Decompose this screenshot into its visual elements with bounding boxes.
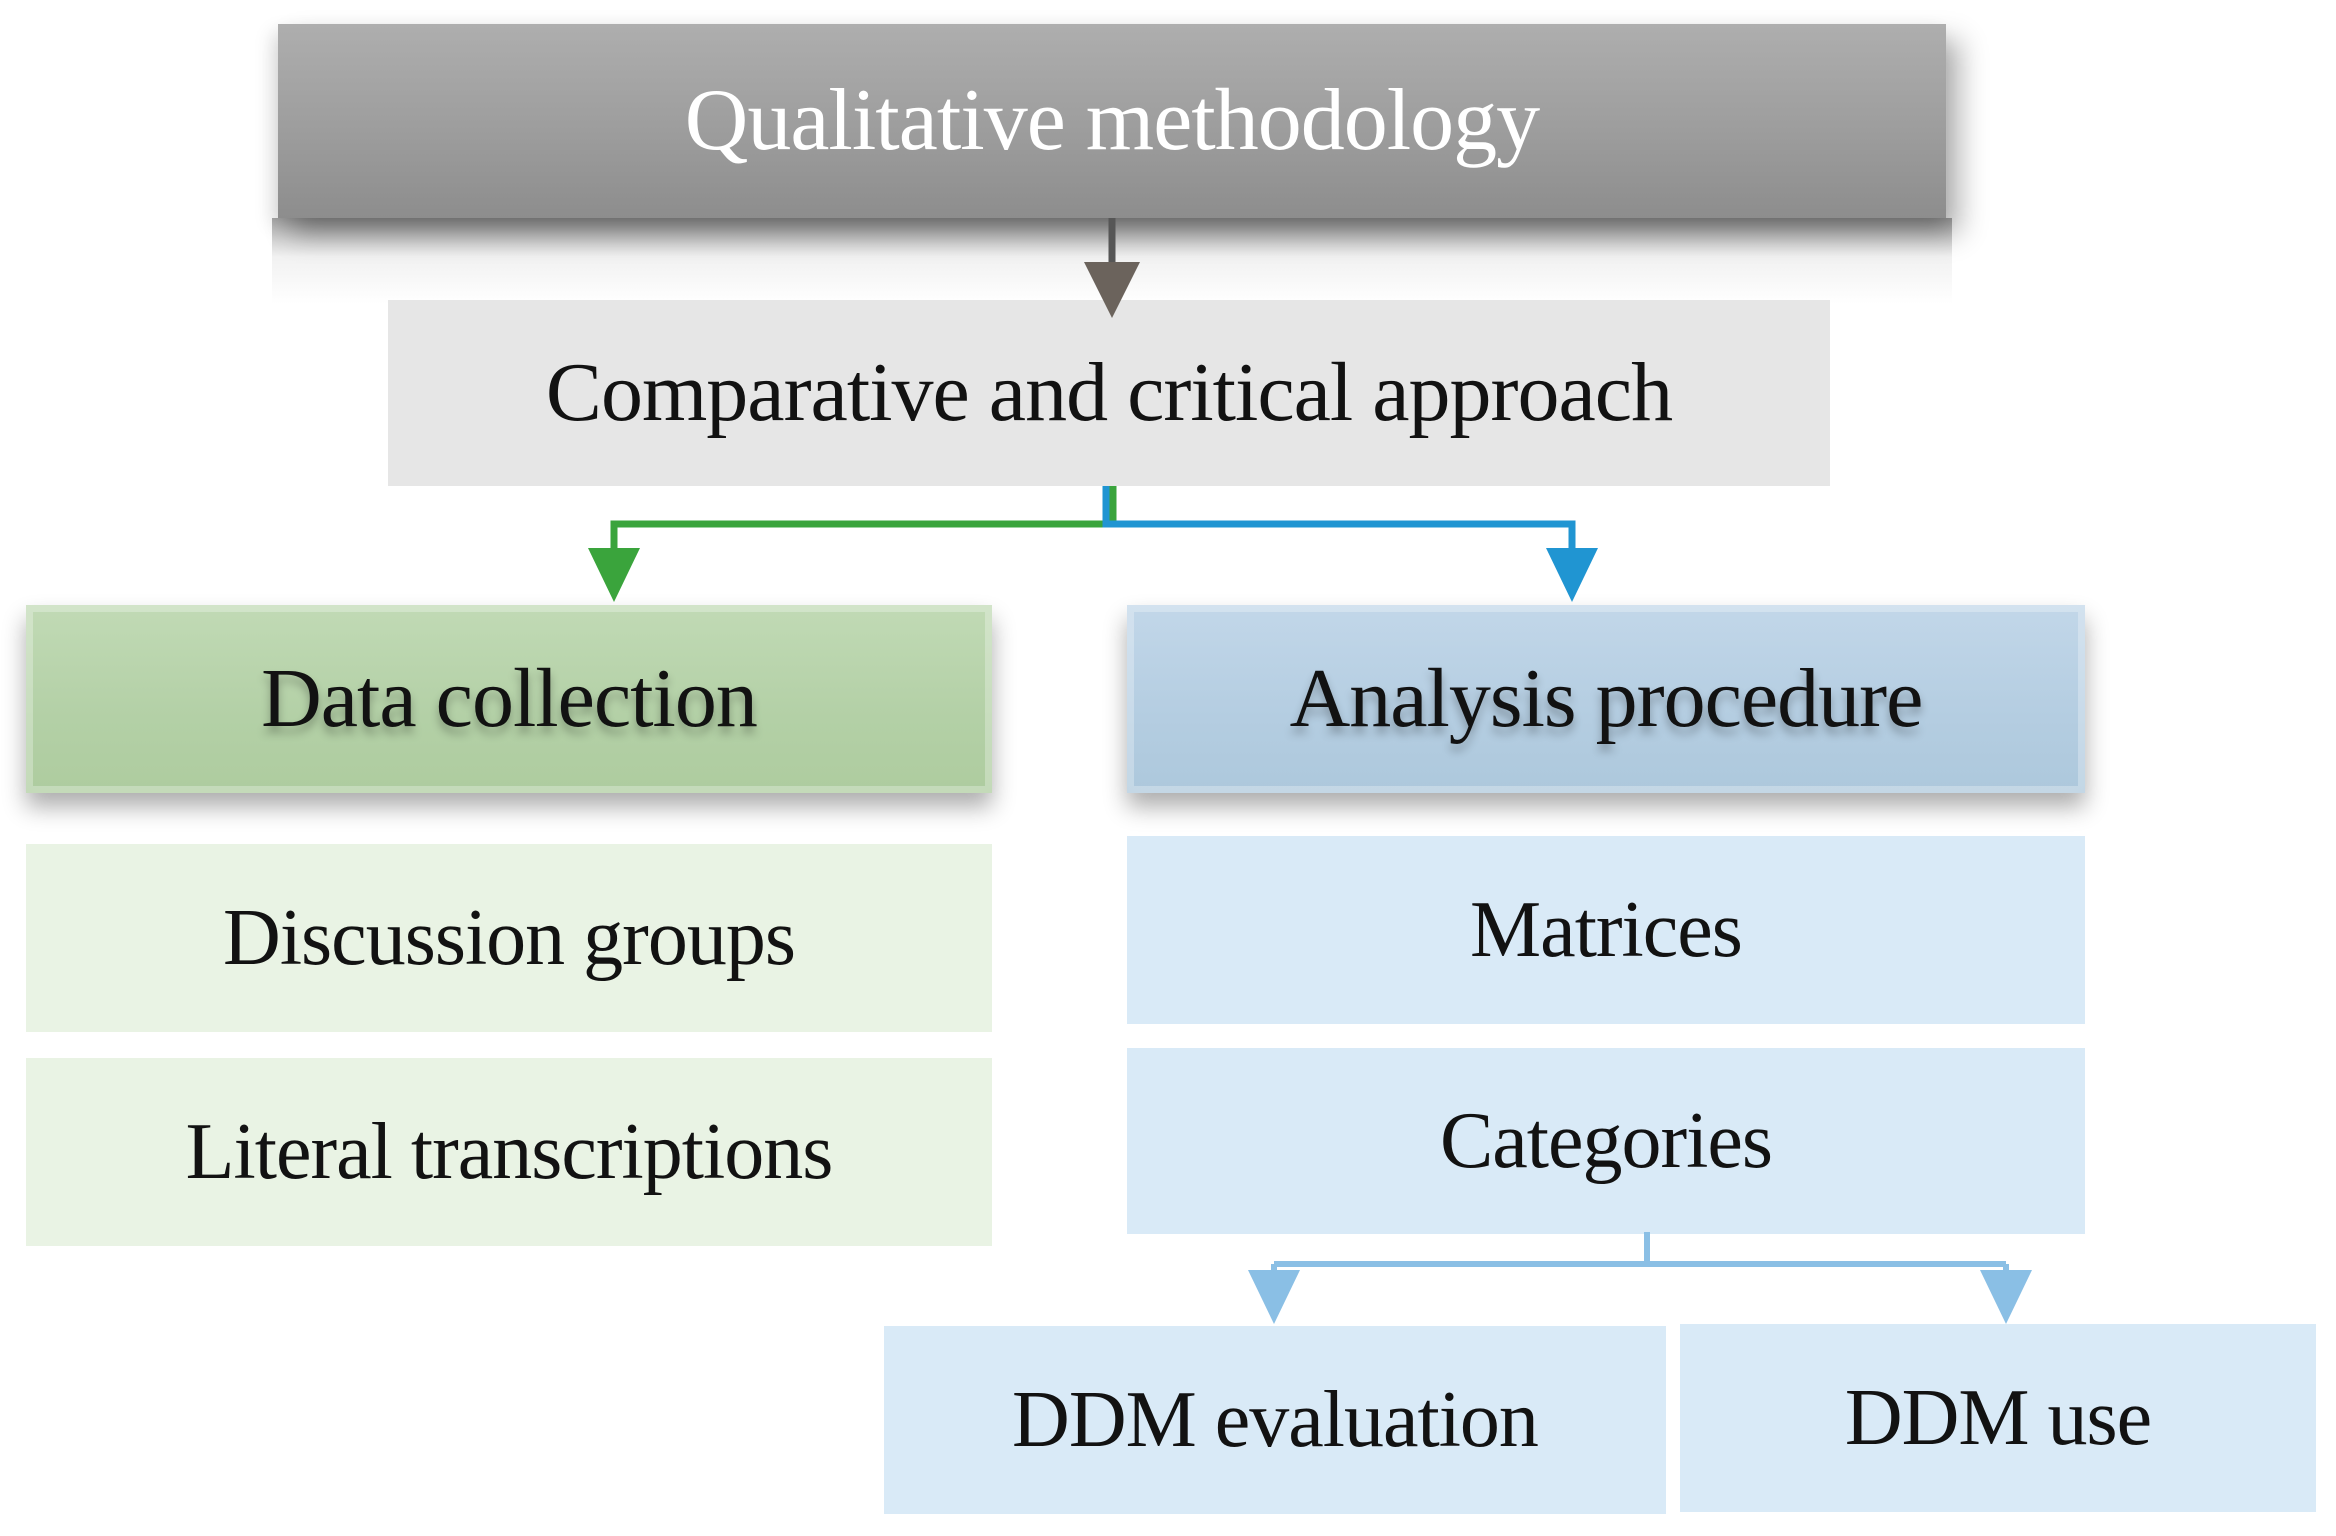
node-data-collection-label: Data collection bbox=[261, 651, 758, 745]
node-qualitative-methodology: Qualitative methodology bbox=[278, 24, 1946, 218]
node-ddm-evaluation-label: DDM evaluation bbox=[1012, 1376, 1539, 1464]
arrow-lightblue-left-head-icon bbox=[1248, 1270, 1300, 1324]
node-discussion-groups: Discussion groups bbox=[26, 844, 992, 1032]
node-data-collection: Data collection bbox=[26, 605, 992, 793]
connector-blue bbox=[1102, 486, 1576, 552]
node-analysis-procedure-label: Analysis procedure bbox=[1289, 651, 1924, 745]
node-literal-transcriptions: Literal transcriptions bbox=[26, 1058, 992, 1246]
title-box-shadow-fade bbox=[272, 218, 1952, 304]
connector-lightblue bbox=[1271, 1232, 2009, 1274]
node-categories: Categories bbox=[1127, 1048, 2085, 1234]
arrow-lightblue-right-head-icon bbox=[1980, 1270, 2032, 1324]
node-literal-transcriptions-label: Literal transcriptions bbox=[185, 1108, 834, 1196]
node-ddm-use-label: DDM use bbox=[1844, 1374, 2152, 1462]
arrow-blue-head-icon bbox=[1546, 548, 1598, 602]
node-discussion-groups-label: Discussion groups bbox=[223, 894, 796, 982]
node-ddm-evaluation: DDM evaluation bbox=[884, 1326, 1666, 1514]
arrow-green-head-icon bbox=[588, 548, 640, 602]
connector-green bbox=[610, 486, 1117, 552]
node-comparative-critical-approach-label: Comparative and critical approach bbox=[545, 345, 1673, 439]
node-qualitative-methodology-label: Qualitative methodology bbox=[684, 71, 1540, 169]
node-ddm-use: DDM use bbox=[1680, 1324, 2316, 1512]
node-analysis-procedure: Analysis procedure bbox=[1127, 605, 2085, 793]
node-categories-label: Categories bbox=[1439, 1097, 1773, 1185]
node-matrices: Matrices bbox=[1127, 836, 2085, 1024]
node-matrices-label: Matrices bbox=[1470, 886, 1743, 974]
node-comparative-critical-approach: Comparative and critical approach bbox=[388, 300, 1830, 486]
